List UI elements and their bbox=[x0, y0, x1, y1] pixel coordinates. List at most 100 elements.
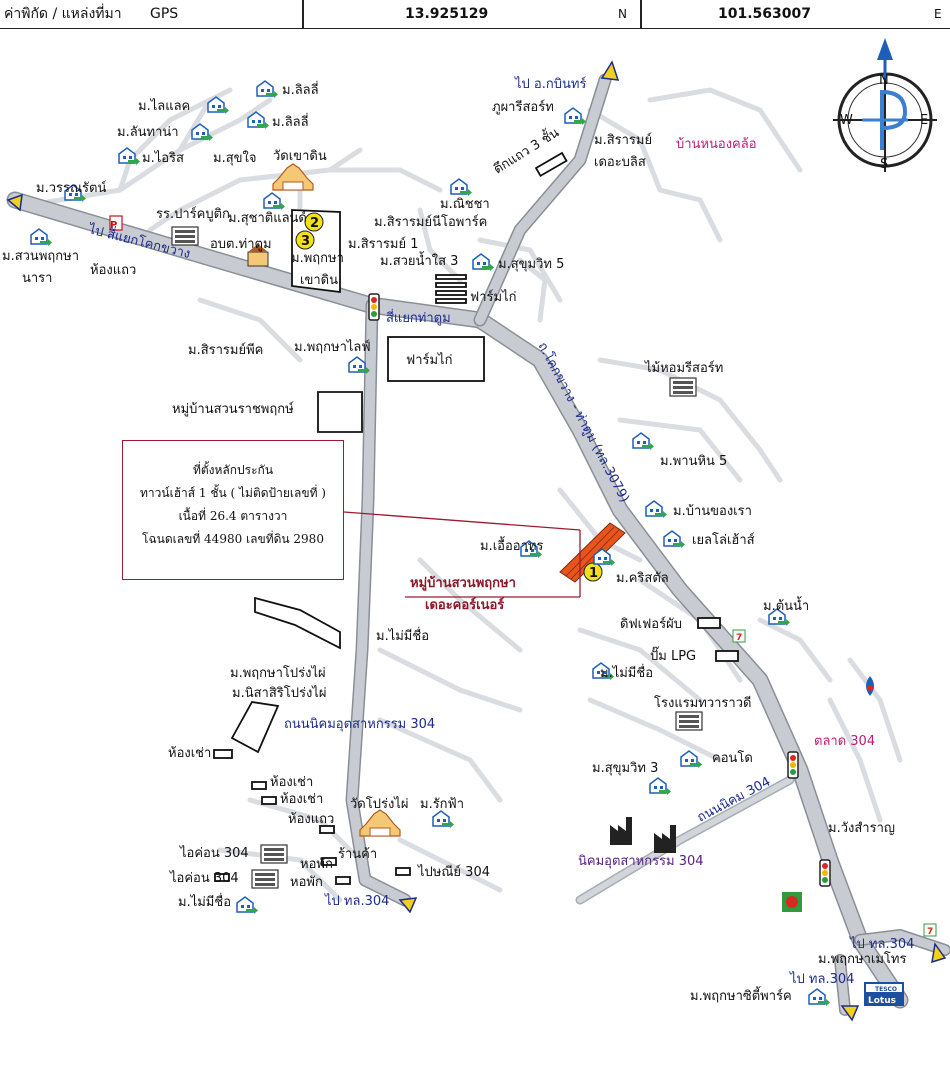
place-label: ร้านค้า bbox=[338, 847, 377, 862]
place-label: ไอค่อน 304 bbox=[179, 845, 249, 861]
traffic-light-icon bbox=[819, 859, 831, 887]
compass-s: S bbox=[880, 157, 888, 172]
place-label: นิคมอุตสาหกรรม 304 bbox=[578, 854, 704, 869]
place-label: ม.พฤกษาไลฟ์ bbox=[294, 339, 371, 355]
place-label: ม.พฤกษาเมโทร bbox=[818, 951, 906, 967]
place-label: วัดโปร่งไผ่ bbox=[350, 796, 408, 812]
direction-arrows bbox=[6, 60, 947, 1022]
to-304-label: ไป ทล.304 bbox=[324, 893, 389, 909]
compass-n: N bbox=[879, 73, 889, 88]
collateral-info-box: ที่ตั้งหลักประกัน ทาวน์เฮ้าส์ 1 ชั้น ( ไ… bbox=[122, 440, 344, 580]
coord-label: ค่าพิกัด / แหล่งที่มา bbox=[4, 6, 122, 22]
village-icon bbox=[649, 777, 672, 796]
lotus-text: Lotus bbox=[868, 996, 896, 1006]
place-label: ม.ต้นน้ำ bbox=[763, 596, 809, 614]
village-icon bbox=[564, 107, 587, 126]
hotel-icon bbox=[675, 711, 703, 731]
traffic-light-icon bbox=[368, 293, 380, 321]
place-label: ม.รักฟ้า bbox=[420, 797, 464, 812]
place-label: ม.สวยน้ำใส 3 bbox=[380, 251, 458, 269]
place-label: หอพัก bbox=[300, 857, 333, 872]
place-label: รร.ปาร์คบูติก bbox=[156, 206, 230, 222]
place-label: ห้องเช่า bbox=[280, 792, 323, 807]
place-label: ม.ไลแลค bbox=[138, 98, 190, 114]
convenience-store-icon bbox=[732, 629, 746, 643]
place-label: หอพัก bbox=[290, 875, 323, 890]
place-label: ม.ไม่มีชื่อ bbox=[178, 893, 231, 910]
place-label: ม.สวนพฤกษา bbox=[2, 249, 79, 264]
compass-w: W bbox=[840, 113, 853, 128]
longitude-unit: E bbox=[934, 7, 942, 21]
factory-icons bbox=[610, 817, 676, 853]
latitude-unit: N bbox=[618, 7, 627, 21]
place-label: ม.พานหิน 5 bbox=[660, 454, 727, 469]
place-label: ม.สิรารมย์พีค bbox=[188, 342, 263, 358]
collateral-property bbox=[559, 522, 626, 583]
place-label: ไม้หอมรีสอร์ท bbox=[644, 360, 723, 376]
government-office-icon bbox=[247, 251, 269, 267]
temple-icon bbox=[359, 809, 401, 837]
coord-source: GPS bbox=[150, 6, 179, 22]
village-icon bbox=[680, 750, 703, 769]
school-icon bbox=[171, 226, 199, 246]
village-icon bbox=[645, 500, 668, 519]
village-icon bbox=[256, 80, 279, 99]
header-divider bbox=[640, 0, 642, 28]
place-label: ภูผารีสอร์ท bbox=[492, 99, 554, 115]
place-label: ม.พฤกษาโปร่งไผ่ bbox=[230, 665, 326, 681]
village-icon bbox=[808, 988, 831, 1007]
place-label: ม.วังสำราญ bbox=[828, 821, 895, 836]
place-label: ม.ณิชชา bbox=[440, 197, 490, 212]
village-icon bbox=[450, 178, 473, 197]
place-label: ปั๊ม LPG bbox=[650, 646, 696, 664]
apartment-icon bbox=[260, 844, 288, 864]
header-divider bbox=[302, 0, 304, 28]
place-label: ม.วรรณรัตน์ bbox=[36, 180, 106, 196]
place-label: ห้องเช่า bbox=[270, 775, 313, 790]
gas-station-icon bbox=[109, 215, 123, 231]
to-kabin-label: ไป อ.กบินทร์ bbox=[514, 76, 586, 92]
factory-icon bbox=[654, 825, 676, 853]
coordinate-header: ค่าพิกัด / แหล่งที่มา GPS 13.925129 N 10… bbox=[0, 0, 950, 29]
place-label: ม.พฤกษา bbox=[291, 251, 344, 266]
tesco-text: TESCO bbox=[875, 986, 897, 993]
place-label: ม.สุขุมวิท 3 bbox=[592, 761, 658, 776]
to-304-label: ไป ทล.304 bbox=[789, 971, 854, 987]
village-icon bbox=[236, 896, 259, 915]
village-icon bbox=[263, 192, 286, 211]
village-icon bbox=[632, 432, 655, 451]
place-label: ไปษณีย์ 304 bbox=[417, 864, 490, 880]
place-label: ม.สิรารมย์นีโอพาร์ค bbox=[374, 214, 487, 230]
resort-icon bbox=[669, 377, 697, 397]
village-icon bbox=[432, 810, 455, 829]
convenience-store-icon bbox=[923, 923, 937, 937]
property-name-2: เดอะคอร์เนอร์ bbox=[425, 597, 504, 613]
location-map: N S E W 1 2 bbox=[2, 38, 950, 1022]
place-label: ฟาร์มไก่ bbox=[470, 289, 516, 305]
info-deed: โฉนดเลขที่ 44980 เลขที่ดิน 2980 bbox=[142, 532, 324, 546]
marker-3: 3 bbox=[301, 234, 310, 249]
latitude-value: 13.925129 bbox=[405, 6, 489, 22]
svg-text:7: 7 bbox=[736, 633, 742, 643]
place-label: ไอค่อน 304 bbox=[169, 870, 239, 886]
place-label: ม.ลันทาน่า bbox=[117, 125, 179, 140]
place-label: เขาดิน bbox=[300, 273, 338, 288]
place-label: ม.สุขุมวิท 5 bbox=[498, 257, 564, 272]
minor-roads bbox=[27, 87, 903, 903]
ptt-letter: P bbox=[110, 220, 117, 231]
traffic-light-icon bbox=[787, 751, 799, 779]
place-label: วัดเขาดิน bbox=[273, 149, 327, 164]
longitude-value: 101.563007 bbox=[718, 6, 811, 22]
svg-text:7: 7 bbox=[927, 927, 933, 937]
nikhom-road-label: ถนนนิคมอุตสาหกรรม 304 bbox=[284, 717, 435, 732]
place-label: หมู่บ้านสวนราชพฤกษ์ bbox=[172, 401, 294, 417]
place-label: ม.ลิลลี่ bbox=[272, 113, 309, 130]
place-label: ม.ไอริส bbox=[142, 150, 184, 166]
numbered-markers: 1 2 3 bbox=[295, 212, 603, 582]
factory-icon bbox=[610, 817, 632, 845]
compass-e: E bbox=[920, 113, 928, 128]
info-title: ที่ตั้งหลักประกัน bbox=[192, 463, 274, 477]
place-label: อบต.ท่าตูม bbox=[210, 237, 272, 252]
place-label: นารา bbox=[22, 271, 52, 286]
place-label: ม.นิสาสิริโปร่งไผ่ bbox=[232, 685, 326, 701]
